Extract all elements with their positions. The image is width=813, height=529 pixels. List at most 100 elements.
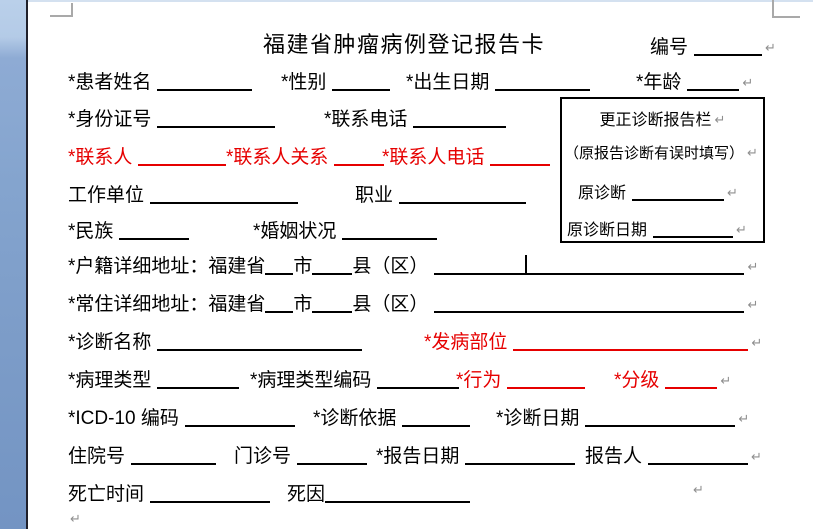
blank-work-unit[interactable] [150,188,299,204]
blank-grade[interactable] [665,373,718,389]
field-group-contact: *联系人 [68,142,227,169]
blank-original-diagnosis-date[interactable] [653,224,734,238]
pilcrow-mark: ↵ [720,373,732,388]
blank-occupation[interactable] [399,188,527,204]
field-label-city-suffix: 市 [293,256,313,277]
field-label-work-unit: 工作单位 [68,185,145,206]
field-label-death-time: 死亡时间 [68,484,145,505]
field-group-phone: *联系电话 [324,104,507,131]
pilcrow-mark: ↵ [765,40,776,55]
page-top-edge [28,0,813,2]
field-group-death-time: 死亡时间 [68,479,271,506]
blank-reporter[interactable] [648,449,749,465]
blank-registered-city[interactable] [265,259,294,275]
blank-diagnosis-date[interactable] [585,411,736,427]
blank-registered-county[interactable] [312,259,353,275]
field-label-phone: *联系电话 [324,109,408,130]
page-left-edge [26,0,28,529]
field-label-onset-site: *发病部位 [424,332,508,353]
field-group-inpatient-no: 住院号 [68,441,217,468]
field-group-gender: *性别 [281,67,391,94]
blank-contact[interactable] [138,150,227,166]
field-group-birth-date: *出生日期 [406,67,591,94]
field-label-birth-date: *出生日期 [406,72,490,93]
blank-death-cause[interactable] [325,487,471,503]
field-group-age: *年龄↵ [636,67,753,94]
field-label-outpatient-no: 门诊号 [234,446,292,467]
pilcrow-mark: ↵ [742,75,754,90]
blank-age[interactable] [687,75,740,91]
field-label-diagnosis-date: *诊断日期 [496,408,580,429]
blank-birth-date[interactable] [495,75,591,91]
field-group-reporter: 报告人 ↵ [585,441,762,468]
field-label-resident-address: *常住详细地址：福建省 [68,294,266,315]
blank-pathology-code[interactable] [377,373,460,389]
pilcrow-mark: ↵ [736,222,747,237]
correction-box-original-diagnosis-line: 原诊断↵ [578,179,738,203]
blank-behavior[interactable] [507,373,586,389]
field-label-county-suffix: 县（区） [352,294,429,315]
pilcrow-mark: ↵ [747,297,759,312]
blank-death-time[interactable] [150,487,271,503]
blank-phone[interactable] [413,112,507,128]
serial-blank[interactable] [694,40,763,56]
blank-icd10[interactable] [184,411,295,427]
field-group-diagnosis-date: *诊断日期↵ [496,403,749,430]
blank-contact-relation[interactable] [334,150,385,166]
blank-ethnicity[interactable] [119,224,190,240]
margin-crop-mark-top-right [772,0,800,18]
field-label-occupation: 职业 [355,185,394,206]
field-label-original-diagnosis-date: 原诊断日期 [567,222,648,239]
field-group-marital-status: *婚姻状况 [253,216,438,243]
field-group-diagnosis-name: *诊断名称 [68,327,363,354]
field-label-original-diagnosis: 原诊断 [578,185,627,202]
blank-onset-site[interactable] [513,335,749,351]
correction-box-note-line: （原报告诊断有误时填写）↵ [564,142,758,163]
blank-pathology-type[interactable] [157,373,240,389]
blank-contact-phone[interactable] [490,150,551,166]
field-label-pathology-code: *病理类型编码 [250,370,372,391]
field-label-death-cause: 死因 [287,484,326,505]
field-group-work-unit: 工作单位 [68,180,299,207]
blank-marital-status[interactable] [342,224,438,240]
field-group-death-cause: 死因 [287,479,471,506]
correction-box-title-line: 更正诊断报告栏↵ [562,106,763,130]
blank-gender[interactable] [332,75,391,91]
blank-resident-detail[interactable] [434,297,745,313]
field-label-contact-phone: *联系人电话 [382,147,485,168]
margin-crop-mark-top-left [50,3,73,17]
field-group-onset-site: *发病部位 ↵ [424,327,762,354]
correction-box-original-diagnosis-date-line: 原诊断日期 ↵ [567,216,747,240]
serial-label: 编号 [650,37,689,58]
blank-diagnosis-basis[interactable] [402,411,471,427]
blank-resident-city[interactable] [265,297,294,313]
field-label-ethnicity: *民族 [68,221,114,242]
pilcrow-mark: ↵ [751,449,762,464]
blank-diagnosis-name[interactable] [157,335,363,351]
field-label-reporter: 报告人 [585,446,643,467]
field-group-id-number: *身份证号 [68,104,276,131]
blank-report-date[interactable] [465,449,576,465]
blank-registered-detail[interactable] [434,259,745,275]
pilcrow-mark: ↵ [751,335,763,350]
field-label-report-date: *报告日期 [376,446,460,467]
field-label-marital-status: *婚姻状况 [253,221,337,242]
field-label-contact-relation: *联系人关系 [226,147,329,168]
field-group-pathology-code: *病理类型编码 [250,365,460,392]
blank-original-diagnosis[interactable] [632,187,725,201]
text-cursor [525,255,527,273]
field-label-behavior: *行为 [456,370,502,391]
blank-outpatient-no[interactable] [297,449,368,465]
field-label-inpatient-no: 住院号 [68,446,126,467]
field-group-contact-phone: *联系人电话 [382,142,551,169]
row-end-mark-group: ↵ [690,479,704,501]
blank-inpatient-no[interactable] [131,449,217,465]
blank-patient-name[interactable] [157,75,253,91]
blank-resident-county[interactable] [312,297,353,313]
field-group-patient-name: *患者姓名 [68,67,253,94]
field-group-report-date: *报告日期 [376,441,576,468]
blank-id-number[interactable] [157,112,276,128]
pilcrow-mark: ↵ [747,259,759,274]
field-label-grade: *分级 [614,370,660,391]
